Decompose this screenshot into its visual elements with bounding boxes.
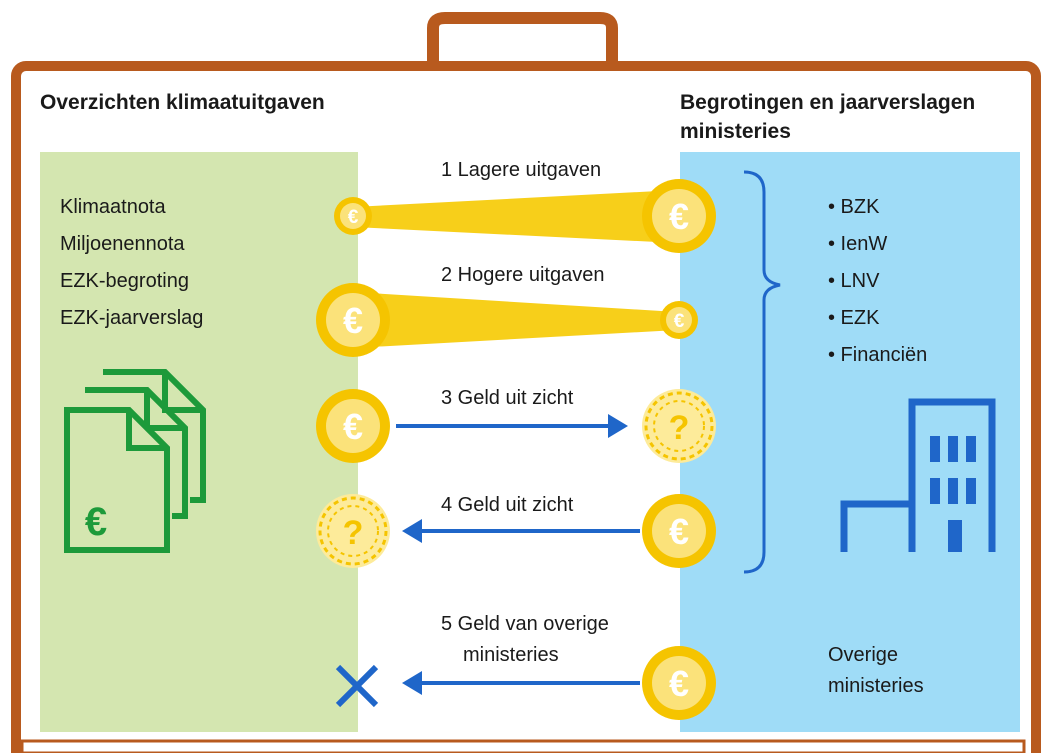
euro-coin-icon: € (660, 301, 698, 339)
ministry-item: • BZK (828, 196, 880, 218)
svg-text:€: € (669, 196, 689, 237)
flow-1-beam (353, 190, 677, 243)
euro-coin-icon: € (316, 389, 390, 463)
ministry-item: • IenW (828, 233, 888, 255)
svg-text:?: ? (343, 514, 364, 552)
flow-4-arrowhead (402, 519, 422, 543)
curly-brace (743, 170, 781, 574)
euro-coin-icon: € (642, 179, 716, 253)
document-stack-icon (64, 369, 206, 553)
other-ministries-line2: ministeries (828, 675, 924, 697)
flow-2-beam (353, 292, 677, 348)
svg-text:€: € (669, 663, 689, 704)
euro-coin-icon: € (316, 283, 390, 357)
flow-5-arrowhead (402, 671, 422, 695)
flow-4-label: 4 Geld uit zicht (441, 494, 574, 516)
flow-1-label: 1 Lagere uitgaven (441, 159, 602, 181)
euro-coin-icon: € (642, 494, 716, 568)
document-item: EZK-begroting (60, 270, 189, 292)
document-item: Klimaatnota (60, 196, 166, 218)
briefcase-handle (427, 12, 618, 66)
euro-coin-icon: € (334, 197, 372, 235)
svg-text:€: € (669, 511, 689, 552)
left-panel-title: Overzichten klimaatuitgaven (40, 91, 325, 114)
svg-text:€: € (343, 406, 363, 447)
document-euro-symbol: € (85, 500, 107, 544)
flow-2-label: 2 Hogere uitgaven (441, 264, 605, 286)
right-panel-title-line1: Begrotingen en jaarverslagen (680, 91, 976, 114)
document-item: Miljoenennota (60, 233, 185, 255)
ministry-item: • Financiën (828, 344, 928, 366)
right-panel-bg (680, 152, 1020, 732)
flow-3-arrowhead (608, 414, 628, 438)
flow-3-label: 3 Geld uit zicht (441, 387, 574, 409)
question-coin-icon: ? (642, 389, 716, 463)
flow-5-label-line1: 5 Geld van overige (441, 613, 609, 635)
other-ministries-line1: Overige (828, 644, 899, 666)
right-panel-title-line2: ministeries (680, 120, 791, 143)
svg-text:€: € (348, 207, 359, 228)
svg-text:?: ? (669, 409, 690, 447)
cross-icon (335, 664, 379, 708)
document-item: EZK-jaarverslag (60, 307, 204, 329)
ministry-item: • LNV (828, 270, 880, 292)
flow-5-label-line2: ministeries (463, 644, 559, 666)
svg-text:€: € (674, 311, 685, 332)
question-coin-icon: ? (316, 494, 390, 568)
building-icon (840, 398, 996, 552)
bottom-strip (20, 739, 1026, 753)
svg-text:€: € (343, 300, 363, 341)
ministry-item: • EZK (828, 307, 880, 329)
euro-coin-icon: € (642, 646, 716, 720)
